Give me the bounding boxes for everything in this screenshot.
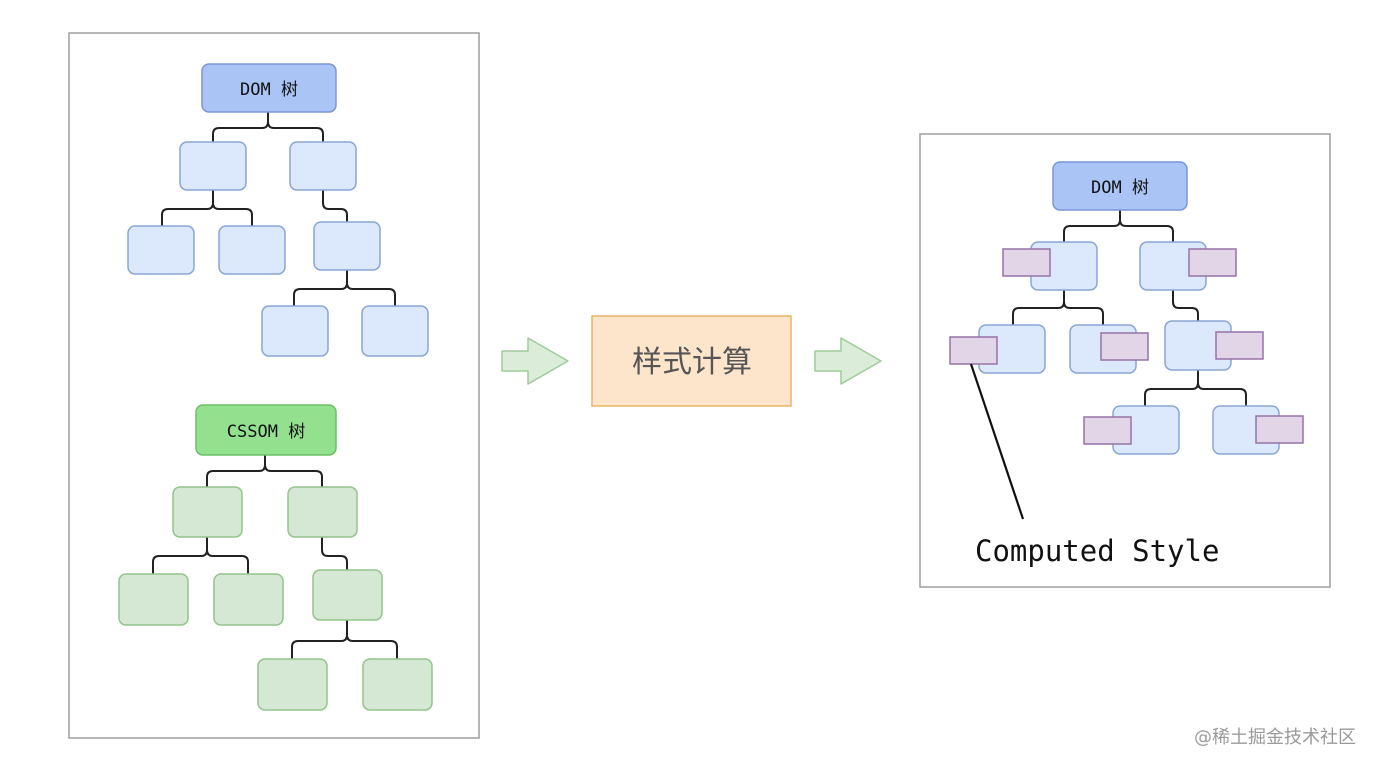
annotation-pointer-line [969,363,1025,520]
computed-style-tag [1083,416,1132,445]
dom-node [361,305,429,357]
computed-style-tags [949,248,1304,445]
cssom-tree-root [195,404,337,456]
cssom-node [287,486,358,538]
cssom-node [362,658,433,711]
cssom-node [312,569,383,621]
dom-tree-root [201,63,337,113]
left-panel-frame [68,32,480,739]
cssom-tree-connectors [152,455,398,659]
dom-tree-connectors [161,112,396,306]
dom-node [261,305,329,357]
dom-tree-root-label: DOM 树 [240,80,298,100]
computed-style-annotation: Computed Style [975,534,1219,568]
cssom-node [172,486,243,538]
computed-style-tag [1188,248,1237,277]
cssom-tree-root-label: CSSOM 树 [227,422,305,442]
computed-style-tag [1255,415,1304,444]
result-dom-tree-root [1052,161,1188,211]
style-calculation-box [591,315,792,407]
dom-node [127,225,195,275]
arrow-right-icon [501,337,569,385]
dom-node [179,141,247,191]
computed-style-tag [1215,331,1264,360]
computed-style-tag [1002,248,1051,277]
computed-style-tag [949,336,998,365]
style-calculation-label: 样式计算 [632,345,752,380]
result-dom-tree-root-label: DOM 树 [1091,178,1149,198]
computed-style-tag [1100,332,1149,361]
dom-node [289,141,357,191]
arrow-right-icon [814,337,882,385]
dom-node [218,225,286,275]
dom-node [313,221,381,271]
cssom-node [118,573,189,626]
watermark: @稀土掘金技术社区 [1194,727,1356,748]
cssom-node [213,573,284,626]
result-tree-connectors [1012,210,1247,406]
cssom-node [257,658,328,711]
